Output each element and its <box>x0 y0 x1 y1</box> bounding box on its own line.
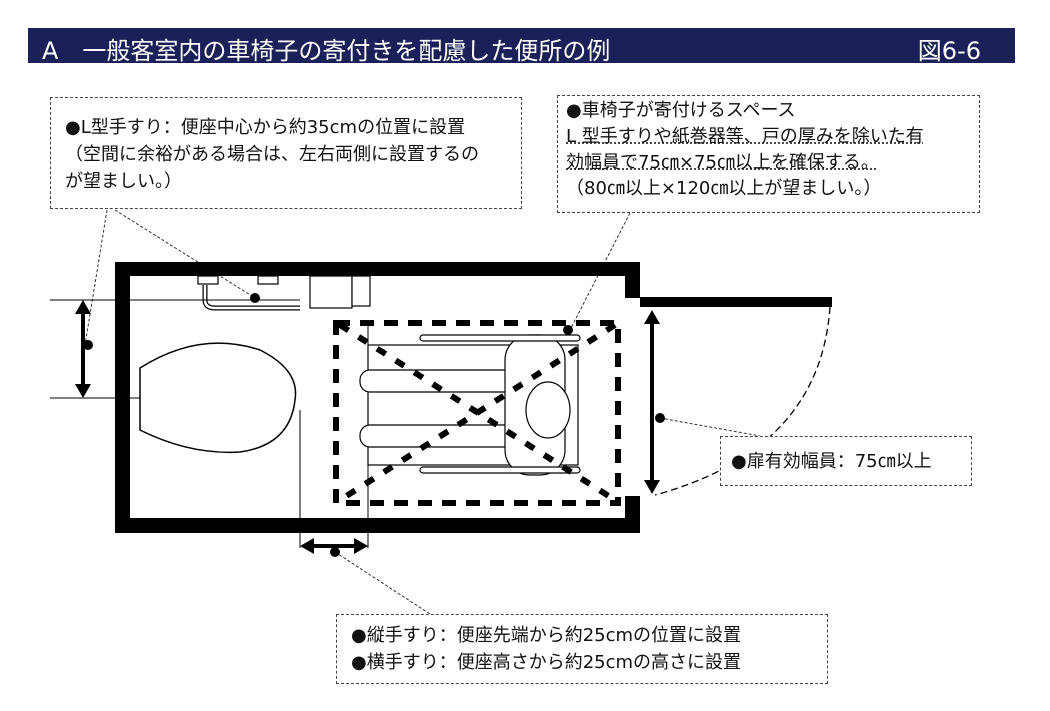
callout-text: L 型手すりや紙巻器等、戸の厚みを除いた有 <box>566 126 924 147</box>
room-walls <box>115 262 832 533</box>
door-leaf <box>640 297 832 307</box>
wall-fixtures <box>197 275 371 311</box>
callout-text: （80㎝以上×120㎝以上が望ましい。） <box>566 178 882 199</box>
callout-text: ●車椅子が寄付けるスペース <box>566 100 796 121</box>
wheelchair-space-outline <box>333 320 621 506</box>
callout-text: ●L型手すり：便座中心から約35cmの位置に設置 <box>65 117 466 138</box>
callout-text: 効幅員で75㎝×75㎝以上を確保する。 <box>566 152 879 173</box>
callout-text: ●縦手すり：便座先端から約25cmの位置に設置 <box>351 625 742 646</box>
dimension-arrows <box>75 300 660 554</box>
door-swing-arc <box>654 306 831 496</box>
callout-text: （空間に余裕がある場合は、左右両側に設置するの <box>65 144 479 165</box>
callout-text: ●横手すり：便座高さから約25cmの高さに設置 <box>351 652 742 673</box>
callout-text: が望ましい。） <box>65 171 182 192</box>
page-title: A 一般客室内の車椅子の寄付きを配慮した便所の例 <box>42 37 611 65</box>
space-diagonals <box>338 322 617 503</box>
callout-l-handrail: ●L型手すり：便座中心から約35cmの位置に設置 （空間に余裕がある場合は、左右… <box>50 97 522 209</box>
callout-handrails: ●縦手すり：便座先端から約25cmの位置に設置 ●横手すり：便座高さから約25c… <box>336 614 828 684</box>
toilet-seat <box>139 342 297 454</box>
figure-number: 図6-6 <box>917 37 981 65</box>
title-bar: A 一般客室内の車椅子の寄付きを配慮した便所の例 図6-6 <box>28 28 1015 65</box>
callout-text: ●扉有効幅員：75㎝以上 <box>731 451 932 472</box>
callout-door-width: ●扉有効幅員：75㎝以上 <box>720 436 972 486</box>
callout-dots <box>83 293 665 557</box>
callout-wheelchair-space: ●車椅子が寄付けるスペース L 型手すりや紙巻器等、戸の厚みを除いた有 効幅員で… <box>557 95 980 213</box>
